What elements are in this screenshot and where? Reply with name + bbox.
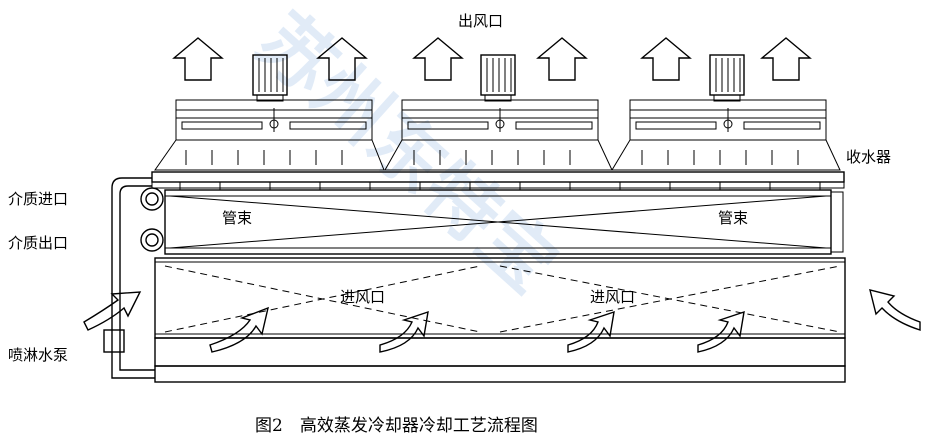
medium-outlet-label: 介质出口 bbox=[8, 234, 68, 252]
curved-airflow-arrow-icon bbox=[83, 289, 921, 353]
spray-pump-label: 喷淋水泵 bbox=[8, 346, 68, 364]
tube-bundle-label-left: 管束 bbox=[222, 209, 252, 227]
hollow-up-arrow-icon bbox=[172, 37, 812, 81]
figure-caption: 图2 高效蒸发冷却器冷却工艺流程图 bbox=[255, 416, 538, 436]
inlet-air-label-right: 进风口 bbox=[590, 288, 635, 306]
pipe-port-icon bbox=[140, 187, 164, 211]
outlet-air-label: 出风口 bbox=[458, 12, 503, 30]
piping bbox=[103, 177, 155, 379]
fan-housing-3 bbox=[611, 99, 841, 171]
pipe-port-icon bbox=[140, 228, 164, 252]
water-collector-layer bbox=[151, 171, 845, 190]
water-collector-label: 收水器 bbox=[846, 148, 891, 166]
fan-motor-icon bbox=[480, 54, 516, 102]
fan-housing-2 bbox=[384, 99, 613, 171]
water-basin bbox=[154, 337, 846, 383]
inlet-air-label-left: 进风口 bbox=[340, 288, 385, 306]
tube-bundle-label-right: 管束 bbox=[718, 209, 748, 227]
housing-hatching bbox=[185, 150, 799, 165]
fan-motor-icon bbox=[709, 54, 745, 102]
fan-housing-1 bbox=[154, 99, 385, 171]
fan-motor-icon bbox=[252, 54, 288, 102]
tube-bundle bbox=[164, 189, 844, 255]
medium-inlet-label: 介质进口 bbox=[8, 190, 68, 208]
